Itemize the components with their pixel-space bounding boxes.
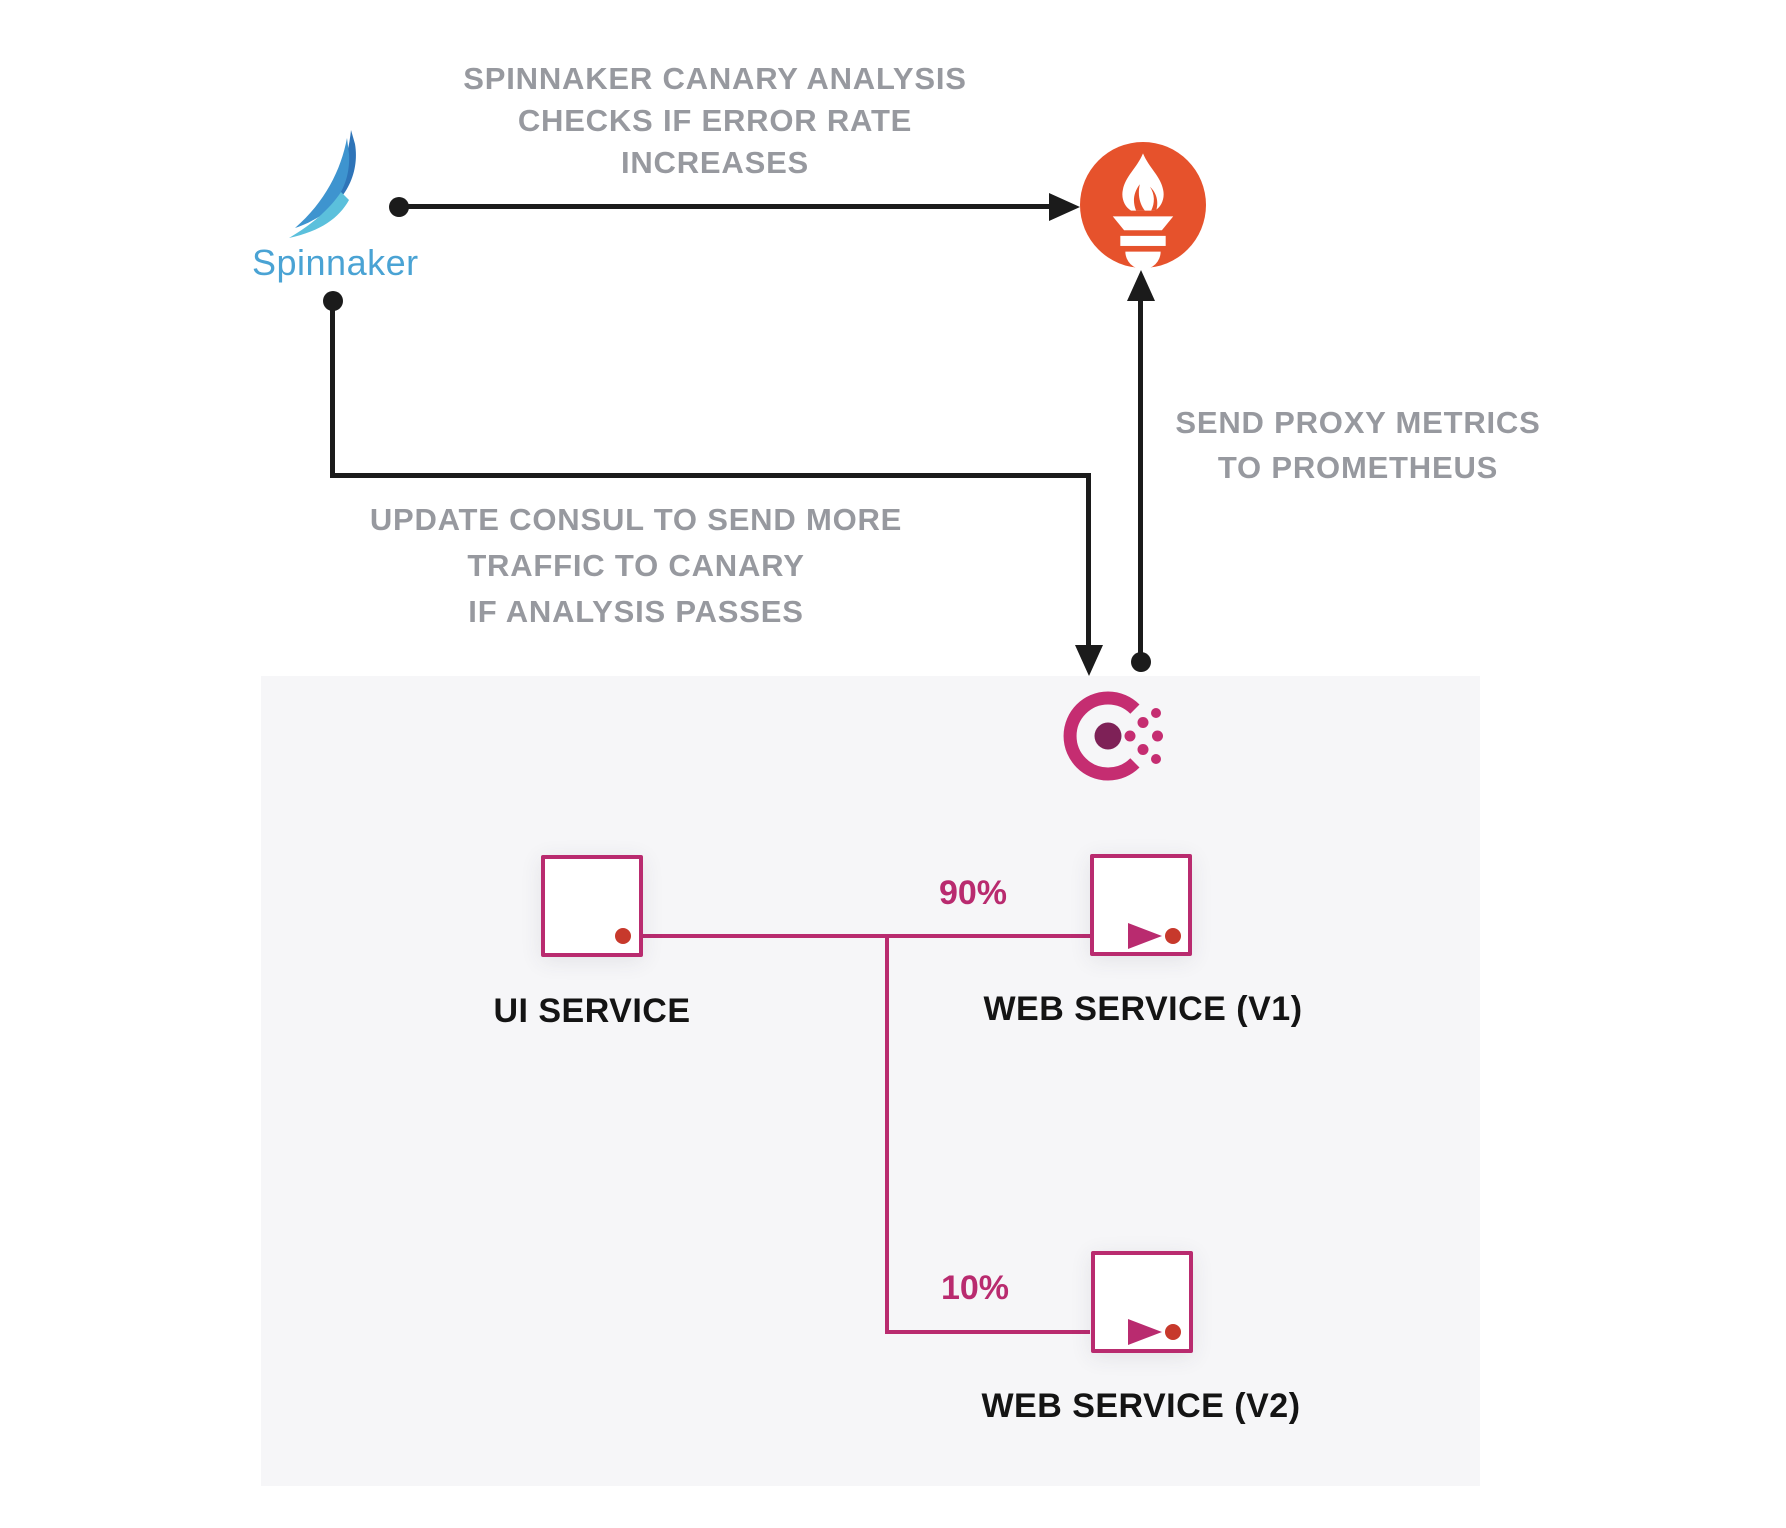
caption-line: UPDATE CONSUL TO SEND MORE: [369, 502, 903, 537]
web-service-v1-label: WEB SERVICE (V1): [983, 990, 1303, 1028]
traffic-arrowhead-v2-icon: [1128, 1319, 1162, 1345]
consul-service-panel: [261, 676, 1480, 1486]
caption-line: INCREASES: [620, 145, 810, 180]
web-service-v2-label: WEB SERVICE (V2): [981, 1387, 1301, 1425]
traffic-line-branch-vertical: [885, 934, 889, 1332]
traffic-line-branch-to-v2: [885, 1330, 1090, 1334]
traffic-arrowhead-v1-icon: [1128, 923, 1162, 949]
arrowhead-right-icon: [1049, 193, 1080, 221]
caption-line: TRAFFIC TO CANARY: [467, 548, 805, 583]
caption-line: SEND PROXY METRICS: [1175, 405, 1541, 440]
arrow-spinnaker-to-consul-v1: [330, 301, 335, 478]
prometheus-icon: [1080, 142, 1206, 268]
arrowhead-up-icon: [1127, 270, 1155, 301]
endpoint-dot-v1: [1165, 928, 1181, 944]
spinnaker-icon: [289, 130, 356, 238]
consul-icon: [1063, 691, 1163, 781]
spinnaker-label: Spinnaker: [252, 242, 419, 283]
caption-send-proxy-metrics: SEND PROXY METRICS TO PROMETHEUS: [1143, 400, 1573, 490]
traffic-percent-v2: 10%: [940, 1269, 1010, 1307]
caption-line: CHECKS IF ERROR RATE: [517, 103, 913, 138]
arrow-anchor-dot: [1131, 652, 1151, 672]
arrowhead-down-icon: [1075, 645, 1103, 676]
caption-canary-analysis: SPINNAKER CANARY ANALYSIS CHECKS IF ERRO…: [395, 58, 1035, 184]
traffic-line-ui-to-v1: [623, 934, 1090, 938]
traffic-percent-v1: 90%: [938, 874, 1008, 912]
endpoint-dot-ui: [615, 928, 631, 944]
caption-line: SPINNAKER CANARY ANALYSIS: [463, 61, 967, 96]
arrow-proxy-to-prometheus: [1138, 299, 1143, 662]
endpoint-dot-v2: [1165, 1324, 1181, 1340]
caption-line: IF ANALYSIS PASSES: [468, 594, 804, 629]
caption-update-consul: UPDATE CONSUL TO SEND MORE TRAFFIC TO CA…: [366, 497, 906, 635]
ui-service-label: UI SERVICE: [493, 992, 691, 1030]
arrow-spinnaker-to-consul-v2: [1086, 473, 1091, 646]
caption-line: TO PROMETHEUS: [1217, 450, 1499, 485]
arrow-spinnaker-to-consul-h: [330, 473, 1091, 478]
arrow-spinnaker-to-prometheus: [399, 204, 1052, 209]
